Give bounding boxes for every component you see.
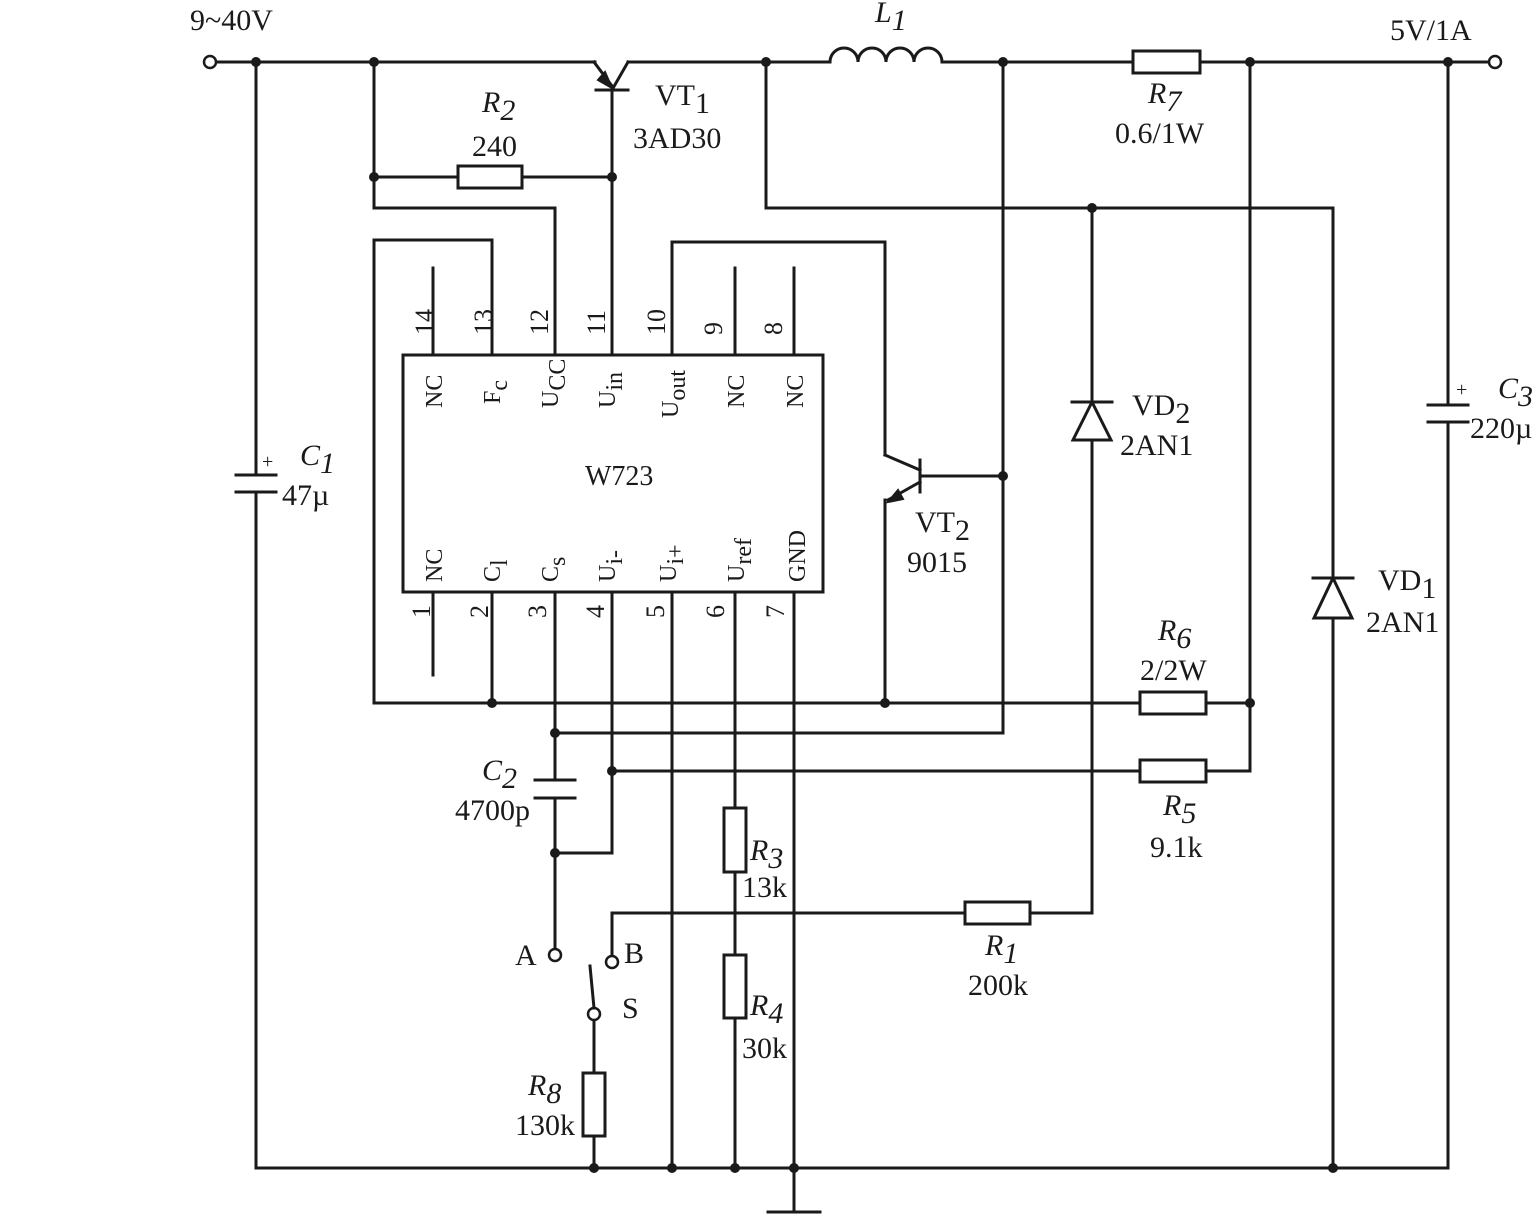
pin-number: 3 (523, 605, 552, 618)
l1-label: L1 (874, 0, 907, 37)
r8-label: R8 (527, 1069, 561, 1110)
switch-pivot (586, 1006, 602, 1022)
r2-resistor (456, 164, 524, 190)
vt1-value: 3AD30 (633, 122, 721, 155)
r8-value: 130k (515, 1109, 575, 1142)
vd2-value: 2AN1 (1120, 429, 1193, 462)
pin-number: 12 (525, 309, 554, 335)
c2-value: 4700p (455, 794, 530, 827)
pin-label: NC (724, 375, 750, 408)
pin-label: Ui+ (656, 544, 689, 582)
c1-plus: + (262, 451, 273, 473)
ic-bottom-pin-labels: NC Cl Cs Ui- Ui+ Uref GND (422, 530, 811, 582)
r7-resistor (1131, 49, 1202, 75)
input-terminal (202, 54, 218, 70)
w723-ic-body (401, 353, 825, 594)
r8-resistor (581, 1071, 607, 1138)
r7-value: 0.6/1W (1115, 117, 1205, 150)
r4-value: 30k (742, 1032, 787, 1065)
c3-label: C3 (1498, 372, 1533, 413)
c1-label: C1 (300, 439, 335, 480)
vd2-diode (1070, 398, 1114, 442)
terminal-a-label: A (515, 939, 537, 972)
junctions (251, 57, 1453, 1173)
pin-label: Cl (480, 559, 513, 582)
r5-value: 9.1k (1150, 831, 1203, 864)
pin-label: Uout (658, 370, 691, 418)
pin-label: NC (783, 375, 809, 408)
pin-number: 9 (699, 322, 728, 335)
ic-top-pin-numbers: 14 13 12 11 10 9 8 (410, 309, 788, 335)
r6-label: R6 (1157, 614, 1191, 655)
terminal-b (604, 954, 620, 970)
pin-number: 5 (641, 605, 670, 618)
pin-number: 2 (465, 605, 494, 618)
pin-label: Uin (595, 372, 628, 408)
pin-label: NC (422, 549, 448, 582)
pin-number: 13 (469, 309, 498, 335)
pin-number: 14 (410, 309, 439, 335)
vt2-value: 9015 (907, 546, 967, 579)
ic-bottom-pin-numbers: 1 2 3 4 5 6 7 (407, 605, 790, 618)
ic-top-pin-labels: NC Fc UCC Uin Uout NC NC (422, 359, 809, 418)
pin-label: Ui- (595, 550, 628, 582)
r1-resistor (963, 900, 1032, 926)
pin-label: Cs (538, 557, 571, 582)
vd1-diode (1311, 574, 1355, 620)
pin-number: 6 (701, 605, 730, 618)
r7-label: R7 (1147, 77, 1183, 118)
c3-plus: + (1456, 379, 1467, 401)
c1-value: 47µ (282, 479, 329, 512)
r6-resistor (1138, 690, 1208, 716)
output-rating-label: 5V/1A (1390, 14, 1472, 47)
c3-value: 220µ (1470, 412, 1532, 445)
c2-label: C2 (482, 754, 517, 795)
input-voltage-label: 9~40V (190, 4, 273, 37)
pin-number: 7 (761, 605, 790, 618)
vt2-transistor (883, 453, 923, 512)
switch-s (547, 947, 620, 1022)
vd1-label: VD1 (1378, 564, 1436, 605)
pin-label: GND (785, 530, 811, 582)
c2-capacitor (533, 778, 577, 800)
r5-resistor (1138, 758, 1208, 784)
vd1-value: 2AN1 (1366, 606, 1439, 639)
r1-label: R1 (984, 929, 1018, 970)
switch-label: S (622, 992, 639, 1025)
pin-number: 11 (582, 310, 611, 335)
pin-number: 1 (407, 605, 436, 618)
pin-number: 4 (581, 605, 610, 618)
pin-number: 8 (759, 322, 788, 335)
l1-inductor (828, 46, 944, 64)
pin-label: Uref (724, 538, 757, 582)
pin-label: Fc (480, 380, 513, 404)
c3-capacitor (1426, 403, 1470, 424)
wires (212, 60, 1492, 1214)
pin-label: NC (422, 375, 448, 408)
ic-name: W723 (585, 461, 653, 492)
r2-label: R2 (481, 86, 515, 127)
r1-value: 200k (968, 969, 1028, 1002)
vt1-transistor (591, 59, 631, 102)
r3-label: R3 (749, 834, 783, 875)
output-terminal (1487, 54, 1503, 70)
r3-resistor (722, 806, 748, 874)
r5-label: R5 (1162, 789, 1196, 830)
terminal-b-label: B (624, 937, 644, 970)
pin-label: UCC (538, 359, 571, 408)
r2-value: 240 (472, 130, 517, 163)
r6-value: 2/2W (1140, 654, 1207, 687)
c1-capacitor (234, 473, 278, 494)
r4-resistor (722, 953, 748, 1020)
vt2-label: VT2 (915, 506, 970, 547)
r3-value: 13k (742, 871, 787, 904)
vt1-label: VT1 (655, 79, 710, 120)
terminal-a (547, 947, 563, 963)
vd2-label: VD2 (1132, 389, 1190, 430)
pin-number: 10 (642, 309, 671, 335)
r4-label: R4 (749, 989, 783, 1030)
